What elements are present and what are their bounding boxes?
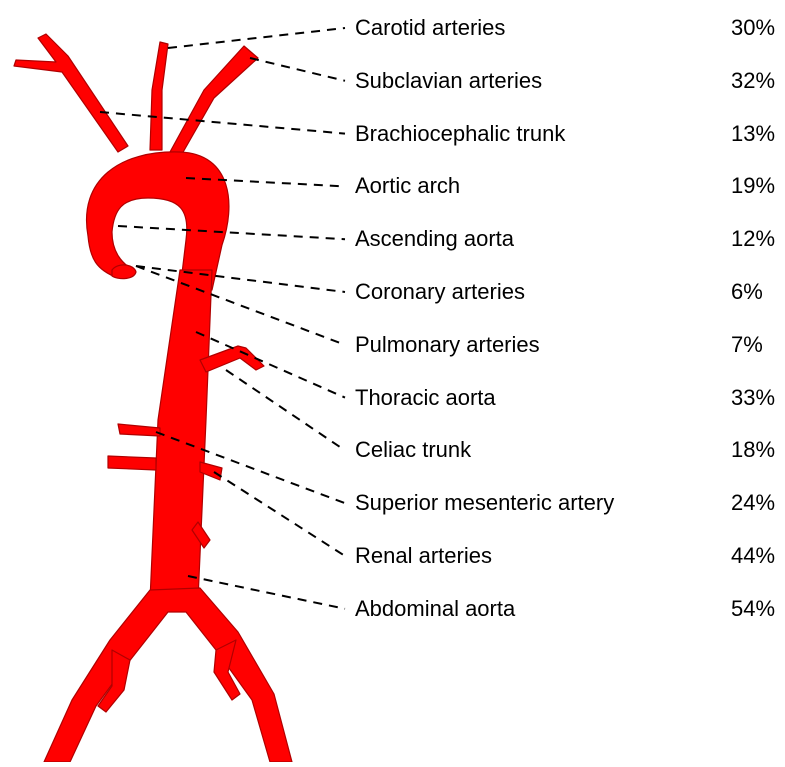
artery-percent: 19%: [731, 175, 775, 197]
leader-line: [226, 370, 345, 450]
leader-line: [136, 266, 345, 345]
artery-label: Thoracic aorta: [355, 387, 496, 409]
artery-label: Celiac trunk: [355, 439, 471, 461]
artery-percent: 30%: [731, 17, 775, 39]
leader-line: [118, 226, 345, 239]
artery-label: Ascending aorta: [355, 228, 514, 250]
artery-percent: 6%: [731, 281, 763, 303]
artery-percent: 32%: [731, 70, 775, 92]
artery-percent: 18%: [731, 439, 775, 461]
artery-percent: 13%: [731, 123, 775, 145]
leader-line: [100, 112, 345, 134]
artery-percent: 24%: [731, 492, 775, 514]
artery-label: Subclavian arteries: [355, 70, 542, 92]
celiac-trunk: [118, 424, 160, 436]
artery-label: Coronary arteries: [355, 281, 525, 303]
artery-percent: 44%: [731, 545, 775, 567]
artery-label: Pulmonary arteries: [355, 334, 540, 356]
carotid-artery: [150, 42, 168, 150]
leader-line: [136, 266, 345, 292]
subclavian-artery: [170, 46, 258, 154]
artery-label: Aortic arch: [355, 175, 460, 197]
artery-percent: 54%: [731, 598, 775, 620]
artery-percent: 7%: [731, 334, 763, 356]
artery-label: Brachiocephalic trunk: [355, 123, 565, 145]
brachiocephalic-trunk: [14, 34, 128, 152]
leader-line: [168, 28, 345, 48]
pulmonary-artery: [200, 346, 264, 372]
artery-label: Abdominal aorta: [355, 598, 515, 620]
superior-mesenteric-artery: [108, 456, 156, 470]
artery-label: Superior mesenteric artery: [355, 492, 614, 514]
artery-percent: 12%: [731, 228, 775, 250]
coronary-artery: [112, 265, 136, 279]
iliac-bifurcation: [44, 588, 292, 762]
leader-line: [214, 472, 345, 556]
artery-label: Carotid arteries: [355, 17, 505, 39]
artery-percent: 33%: [731, 387, 775, 409]
artery-label: Renal arteries: [355, 545, 492, 567]
leader-line: [250, 58, 345, 81]
